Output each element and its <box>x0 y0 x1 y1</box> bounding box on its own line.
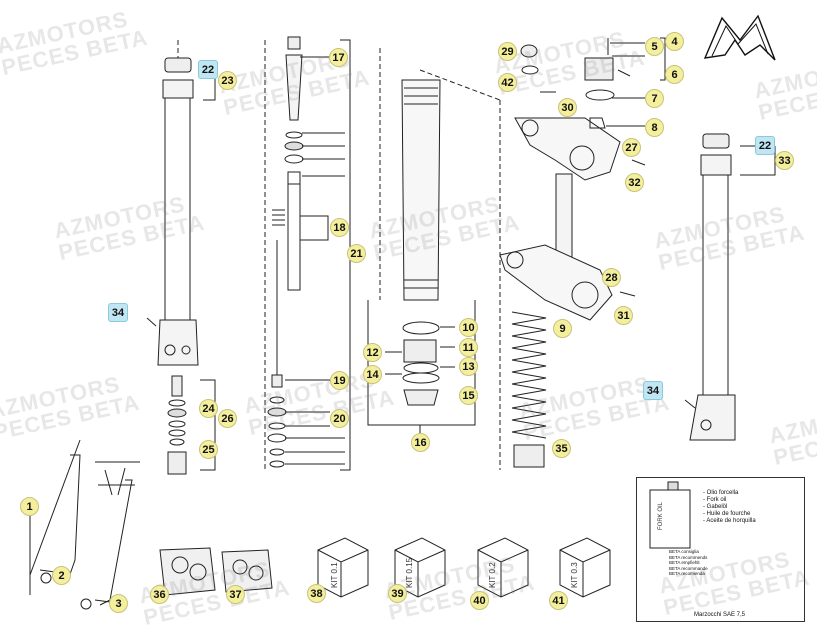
left-lower-parts <box>167 375 216 475</box>
callout-26[interactable]: 26 <box>218 409 237 428</box>
callout-35[interactable]: 35 <box>552 439 571 458</box>
callout-29[interactable]: 29 <box>498 42 517 61</box>
callout-27[interactable]: 27 <box>622 138 641 157</box>
callout-14[interactable]: 14 <box>363 365 382 384</box>
callout-28[interactable]: 28 <box>602 268 621 287</box>
callout-1[interactable]: 1 <box>20 497 39 516</box>
callout-10[interactable]: 10 <box>459 318 478 337</box>
callout-41[interactable]: 41 <box>549 591 568 610</box>
right-outer-tube <box>684 133 776 441</box>
oil-can-icon <box>649 481 691 549</box>
callout-5[interactable]: 5 <box>645 37 664 56</box>
fork-oil-panel <box>636 477 805 622</box>
callout-11[interactable]: 11 <box>459 338 478 357</box>
callout-6[interactable]: 6 <box>665 65 684 84</box>
inner-tube <box>385 79 455 406</box>
callout-4[interactable]: 4 <box>665 32 684 51</box>
callout-16[interactable]: 16 <box>411 433 430 452</box>
complete-fork-inset <box>29 439 140 610</box>
callout-23[interactable]: 23 <box>218 71 237 90</box>
oil-recommend: BETA recomienda <box>669 571 705 576</box>
oil-name: - Gabelöl <box>703 504 728 510</box>
kit-label: KIT 0.1 <box>330 562 339 588</box>
callout-18[interactable]: 18 <box>330 218 349 237</box>
callout-25[interactable]: 25 <box>199 440 218 459</box>
oil-name-list: - Olio forcella - Fork oil - Gabelöl - H… <box>703 490 756 525</box>
triple-clamps <box>499 37 666 321</box>
callout-34-left[interactable]: 34 <box>108 303 128 322</box>
callout-31[interactable]: 31 <box>614 306 633 325</box>
callout-36[interactable]: 36 <box>150 585 169 604</box>
brand-logo-icon <box>703 14 776 61</box>
damper-cartridge <box>267 36 351 471</box>
callout-8[interactable]: 8 <box>645 118 664 137</box>
oil-name: - Fork oil <box>703 497 727 503</box>
oil-recommend: BETA consiglia <box>669 549 699 554</box>
callout-22-right[interactable]: 22 <box>755 136 775 155</box>
callout-7[interactable]: 7 <box>645 89 664 108</box>
oil-recommend: BETA recommande <box>669 565 708 571</box>
callout-37[interactable]: 37 <box>226 585 245 604</box>
callout-21[interactable]: 21 <box>347 244 366 263</box>
callout-13[interactable]: 13 <box>459 357 478 376</box>
kit-label: KIT 0.15 <box>405 557 414 588</box>
callout-34-right[interactable]: 34 <box>643 381 663 400</box>
callout-2[interactable]: 2 <box>52 566 71 585</box>
callout-32[interactable]: 32 <box>625 173 644 192</box>
oil-grade: Marzocchi SAE 7,5 <box>694 612 746 618</box>
callout-9[interactable]: 9 <box>553 319 572 338</box>
oil-can-label: FORK OIL <box>658 501 664 530</box>
callout-39[interactable]: 39 <box>388 584 407 603</box>
left-outer-tube <box>146 57 199 366</box>
callout-12[interactable]: 12 <box>363 343 382 362</box>
oil-name: - Olio forcella <box>703 490 739 496</box>
callout-42[interactable]: 42 <box>498 73 517 92</box>
callout-40[interactable]: 40 <box>470 591 489 610</box>
callout-19[interactable]: 19 <box>330 371 349 390</box>
callout-33[interactable]: 33 <box>775 151 794 170</box>
oil-name: - Huile de fourche <box>703 511 751 517</box>
shim-kit-boxes <box>317 537 611 598</box>
kit-label: KIT 0.3 <box>570 562 579 588</box>
kit-label: KIT 0.2 <box>488 562 497 588</box>
callout-17[interactable]: 17 <box>329 48 348 67</box>
seal-kits <box>159 547 273 596</box>
callout-38[interactable]: 38 <box>307 584 326 603</box>
callout-22-left[interactable]: 22 <box>198 60 218 79</box>
fork-spring <box>511 311 547 439</box>
oil-recommend-list: BETA consiglia BETA recommends BETA empf… <box>669 549 708 577</box>
callout-3[interactable]: 3 <box>109 594 128 613</box>
callout-20[interactable]: 20 <box>330 409 349 428</box>
callout-30[interactable]: 30 <box>558 98 577 117</box>
oil-recommend: BETA recommends <box>669 554 708 560</box>
oil-recommend: BETA empfiehlt <box>669 560 700 565</box>
callout-15[interactable]: 15 <box>459 386 478 405</box>
oil-name: - Aceite de horquilla <box>703 518 756 524</box>
callout-24[interactable]: 24 <box>199 399 218 418</box>
